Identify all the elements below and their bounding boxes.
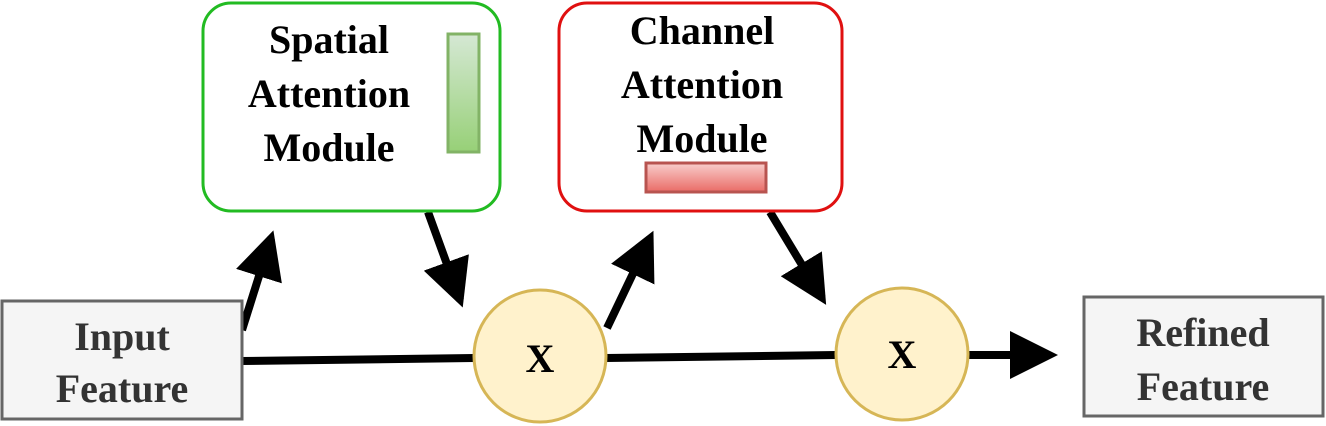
multiply-circle-2 (834, 286, 970, 422)
channel-attention-map-bar (644, 161, 768, 194)
channel-attention-label-line3: Module (636, 116, 767, 161)
input-feature-label-line1: Input (74, 314, 170, 359)
input-to-spatial-arrow (236, 230, 282, 332)
spatial-attention-label-line1: Spatial (269, 17, 389, 62)
multiply-node-1: X (472, 288, 608, 424)
spatial-attention-label-line3: Module (263, 125, 394, 170)
multiply-circle-1 (472, 288, 608, 424)
input-feature-label-line2: Feature (56, 366, 189, 411)
connectors (236, 209, 1058, 379)
multiply1-to-multiply2-line (605, 351, 837, 362)
channel-attention-box (557, 1, 844, 213)
spatial-attention-label-line2: Attention (248, 71, 410, 116)
channel-attention-label-line2: Attention (621, 62, 783, 107)
refined-feature-box (1082, 295, 1325, 418)
input-feature-node: Input Feature (0, 299, 244, 421)
multiply-symbol-2: X (888, 332, 917, 377)
spatial-attention-node: Spatial Attention Module (201, 1, 502, 213)
input-feature-box (0, 299, 244, 421)
spatial-to-multiply1-arrow (423, 210, 469, 308)
multiply-node-2: X (834, 286, 970, 422)
refined-feature-label-line2: Feature (1137, 364, 1270, 409)
multiply1-to-channel-arrow (603, 230, 655, 330)
channel-attention-node: Channel Attention Module (557, 1, 844, 213)
spatial-attention-map-bar (446, 32, 481, 154)
spatial-attention-box (201, 1, 502, 213)
refined-feature-label-line1: Refined (1136, 310, 1269, 355)
channel-attention-label-line1: Channel (630, 8, 775, 53)
channel-to-multiply2-arrow (766, 209, 827, 305)
multiply-symbol-1: X (526, 336, 555, 381)
input-to-multiply1-line (241, 354, 475, 365)
refined-feature-node: Refined Feature (1082, 295, 1325, 418)
